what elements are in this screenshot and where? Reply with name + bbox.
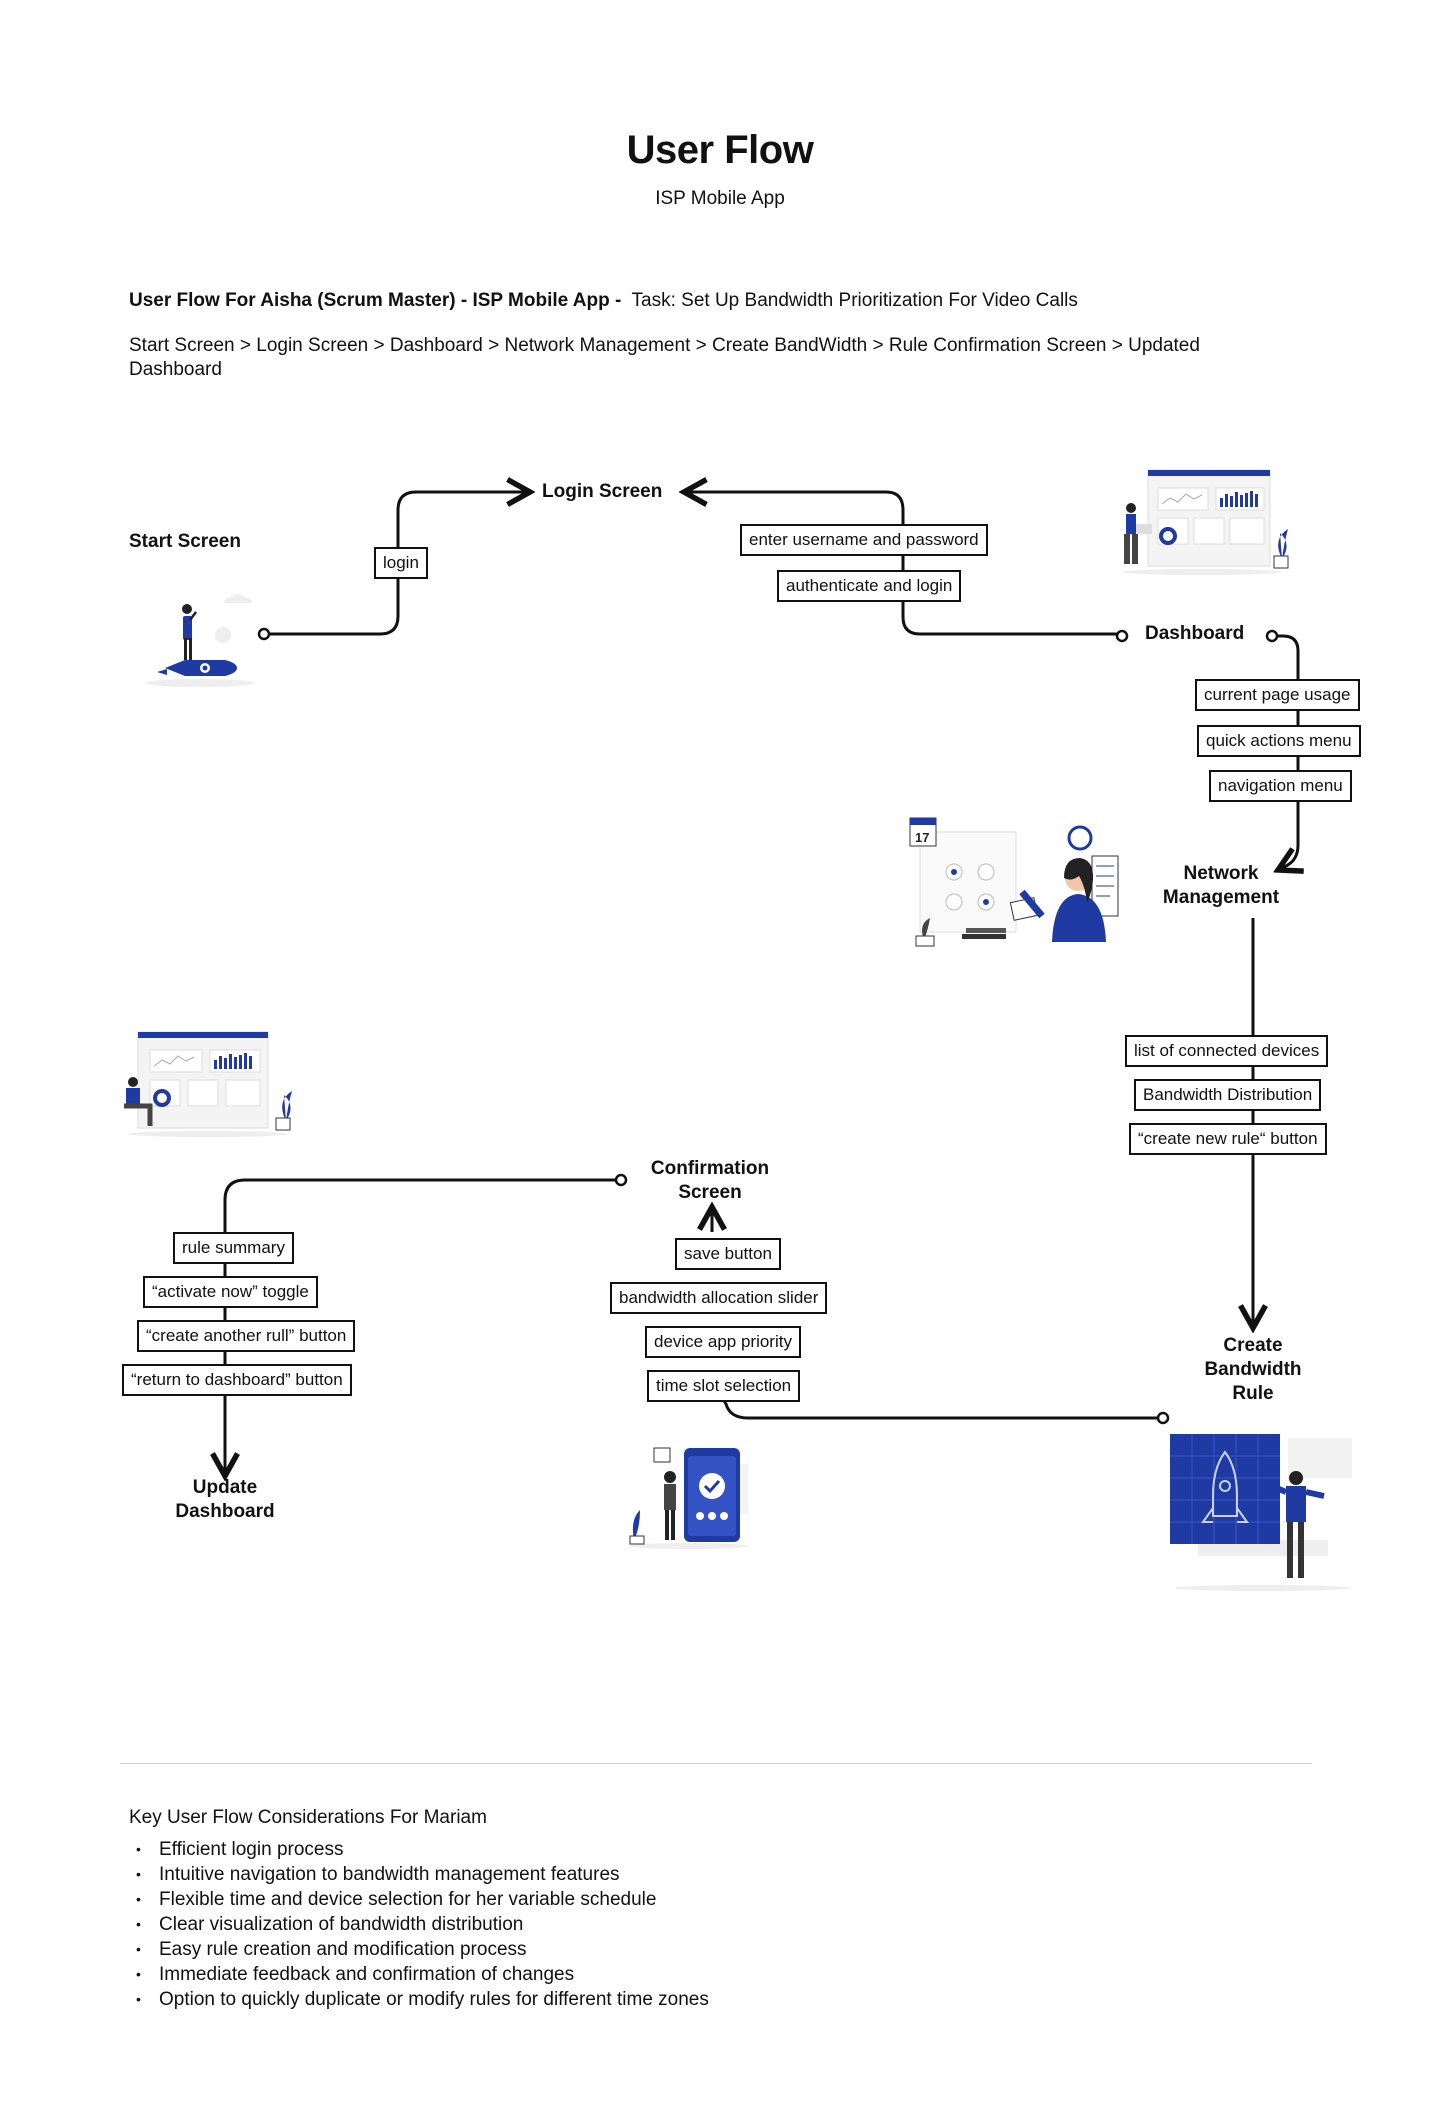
- action-navigation-menu: navigation menu: [1209, 770, 1352, 802]
- action-bandwidth-distribution: Bandwidth Distribution: [1134, 1079, 1322, 1111]
- node-create-line1: Create: [1223, 1335, 1283, 1356]
- action-return-dashboard: “return to dashboard” button: [122, 1364, 352, 1396]
- list-item: Flexible time and device selection for h…: [136, 1887, 709, 1912]
- considerations-title: Key User Flow Considerations For Mariam: [129, 1807, 487, 1828]
- create-dot: [1156, 1411, 1170, 1425]
- node-update-line1: Update: [192, 1477, 258, 1498]
- page-subtitle: ISP Mobile App: [655, 188, 785, 209]
- flow-heading: User Flow For Aisha (Scrum Master) - ISP…: [129, 290, 1078, 312]
- list-item: Clear visualization of bandwidth distrib…: [136, 1912, 709, 1937]
- node-network-line2: Management: [1162, 887, 1280, 908]
- section-divider: [120, 1763, 1312, 1764]
- action-authenticate: authenticate and login: [777, 570, 962, 602]
- action-create-another: “create another rull” button: [137, 1320, 356, 1352]
- connector-dashboard-login: [684, 492, 1117, 636]
- considerations-list: Efficient login process Intuitive naviga…: [136, 1837, 709, 2012]
- network-illustration: 17: [909, 817, 1119, 947]
- action-connected-devices: list of connected devices: [1125, 1035, 1329, 1067]
- list-item: Option to quickly duplicate or modify ru…: [136, 1987, 709, 2012]
- action-time-slot: time slot selection: [647, 1370, 801, 1402]
- svg-text:17: 17: [915, 830, 929, 845]
- node-dashboard: Dashboard: [1145, 623, 1245, 644]
- task-label: Task: Set Up Bandwidth Prioritization Fo…: [631, 290, 1078, 311]
- updated-dashboard-illustration: [124, 1031, 292, 1137]
- node-start-screen: Start Screen: [129, 531, 241, 552]
- action-current-usage: current page usage: [1195, 679, 1360, 711]
- page-title: User Flow: [626, 128, 814, 172]
- start-dot: [257, 627, 271, 641]
- dashboard-illustration: [1122, 469, 1289, 575]
- action-device-priority: device app priority: [645, 1326, 801, 1358]
- node-confirm-line2: Screen: [678, 1182, 742, 1203]
- confirmation-illustration: [629, 1447, 749, 1549]
- create-rule-illustration: [1170, 1434, 1352, 1591]
- list-item: Immediate feedback and confirmation of c…: [136, 1962, 709, 1987]
- flow-for-label: User Flow For Aisha (Scrum Master) - ISP…: [129, 290, 622, 311]
- node-confirm-line1: Confirmation: [650, 1158, 770, 1179]
- dashboard-dot-right: [1265, 629, 1279, 643]
- confirm-dot: [614, 1173, 628, 1187]
- node-create-line2: Bandwidth: [1204, 1359, 1302, 1380]
- action-save-button: save button: [675, 1238, 781, 1270]
- node-update-line2: Dashboard: [175, 1501, 275, 1522]
- connector-create-confirm: [712, 1383, 1160, 1420]
- action-enter-credentials: enter username and password: [740, 524, 988, 556]
- node-create-bandwidth-rule: Create Bandwidth Rule: [1183, 1334, 1323, 1406]
- flow-path: Start Screen > Login Screen > Dashboard …: [129, 335, 1200, 380]
- action-activate-toggle: “activate now” toggle: [143, 1276, 318, 1308]
- list-item: Intuitive navigation to bandwidth manage…: [136, 1862, 709, 1887]
- action-rule-summary: rule summary: [173, 1232, 294, 1264]
- connector-confirm-update: [225, 1178, 616, 1476]
- list-item: Efficient login process: [136, 1837, 709, 1862]
- list-item: Easy rule creation and modification proc…: [136, 1937, 709, 1962]
- action-quick-actions: quick actions menu: [1197, 725, 1361, 757]
- dashboard-dot-left: [1115, 629, 1129, 643]
- node-confirmation-screen: Confirmation Screen: [630, 1157, 790, 1205]
- rocket-person-illustration: [145, 594, 255, 687]
- action-create-rule-button: “create new rule“ button: [1129, 1123, 1327, 1155]
- node-network-line1: Network: [1183, 863, 1259, 884]
- node-login-screen: Login Screen: [542, 481, 663, 502]
- action-login: login: [374, 547, 428, 579]
- node-network-management: Network Management: [1140, 862, 1302, 910]
- node-update-dashboard: Update Dashboard: [155, 1476, 295, 1524]
- action-allocation-slider: bandwidth allocation slider: [610, 1282, 828, 1314]
- node-create-line3: Rule: [1232, 1383, 1274, 1404]
